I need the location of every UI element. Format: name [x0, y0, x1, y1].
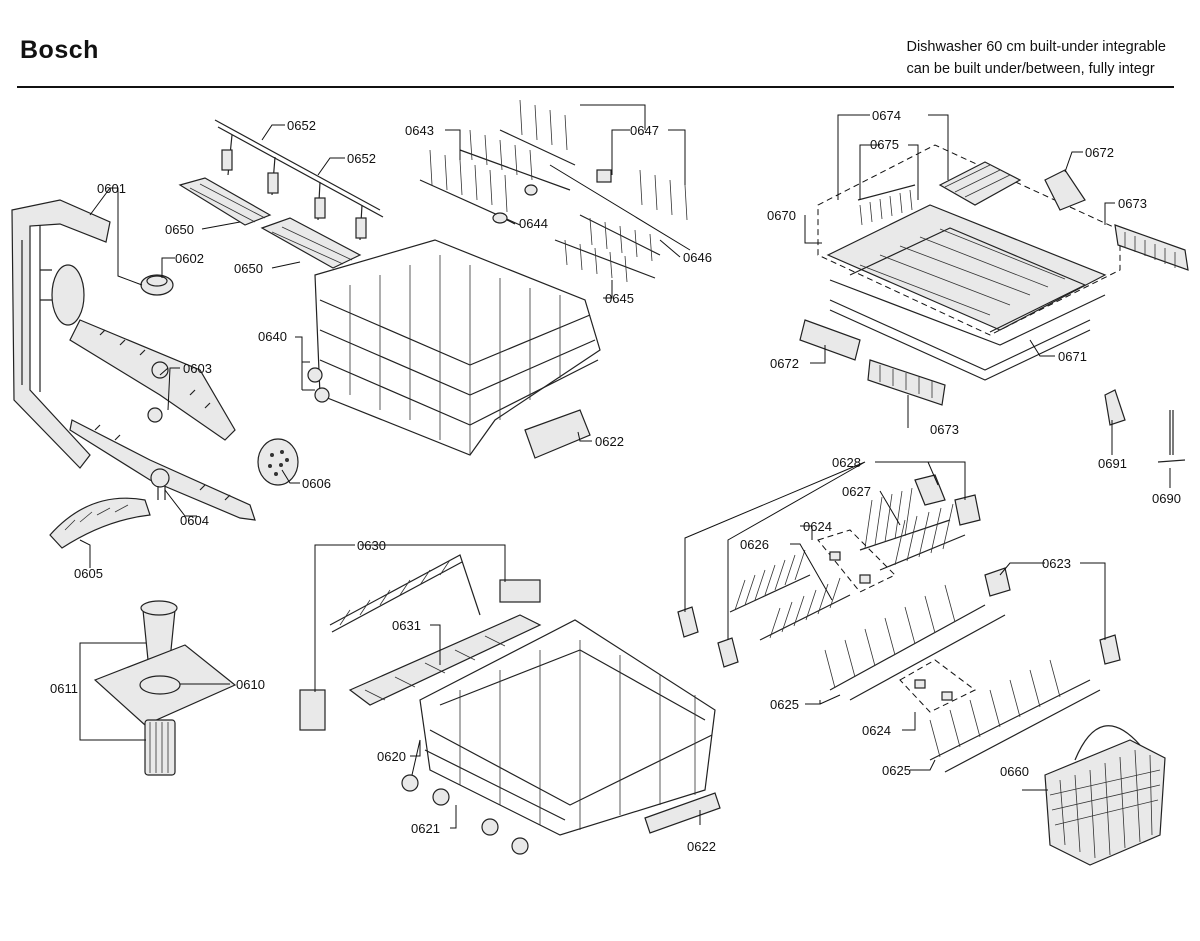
part-label-0650-b: 0650 [234, 261, 263, 276]
basket-handle-0622-lower-illustration [644, 792, 721, 834]
part-label-0611: 0611 [50, 681, 78, 696]
part-label-0643: 0643 [405, 123, 434, 138]
part-label-0628: 0628 [832, 455, 861, 470]
tine-rows-0625-illustration [677, 567, 1121, 773]
part-label-0601: 0601 [97, 181, 126, 196]
side-clips-0672-0673-illustration [799, 169, 1189, 406]
part-label-0626: 0626 [740, 537, 769, 552]
part-label-0675: 0675 [870, 137, 899, 152]
lower-basket-illustration [419, 619, 716, 836]
frame-0671-illustration [829, 299, 1091, 381]
part-label-0673-a: 0673 [1118, 196, 1147, 211]
cup-shelf-0650-illustration [178, 177, 362, 269]
part-label-0624-b: 0624 [862, 723, 891, 738]
upper-spray-arm-illustration [51, 264, 236, 441]
brand-title: Bosch [20, 36, 99, 64]
part-label-0691: 0691 [1098, 456, 1127, 471]
filter-disc-0606-illustration [257, 438, 299, 486]
third-rack-0670-illustration [826, 161, 1107, 346]
part-label-0690: 0690 [1152, 491, 1181, 506]
part-label-0630: 0630 [357, 538, 386, 553]
part-label-0610: 0610 [236, 677, 265, 692]
part-label-0640: 0640 [258, 329, 287, 344]
part-label-0672-b: 0672 [770, 356, 799, 371]
part-label-0660: 0660 [1000, 764, 1029, 779]
part-label-0670: 0670 [767, 208, 796, 223]
part-label-0624-a: 0624 [803, 519, 832, 534]
clip-group-0624-illustration [817, 529, 976, 713]
part-label-0602: 0602 [175, 251, 204, 266]
part-label-0605: 0605 [74, 566, 103, 581]
part-label-0644: 0644 [519, 216, 548, 231]
part-label-0672-a: 0672 [1085, 145, 1114, 160]
part-label-0625-b: 0625 [882, 763, 911, 778]
tine-rows-0643-0647-illustration [419, 99, 688, 283]
tine-rack-0626-0627-illustration [729, 474, 981, 641]
part-label-0631: 0631 [392, 618, 421, 633]
cutlery-shelf-0675-illustration [857, 184, 916, 226]
part-label-0652-a: 0652 [287, 118, 316, 133]
wheels-0620-0621-illustration [401, 774, 529, 855]
part-label-0606: 0606 [302, 476, 331, 491]
header-divider [17, 86, 1174, 88]
model-description: Dishwasher 60 cm built-under integrable … [906, 36, 1166, 80]
part-label-0622-lower: 0622 [687, 839, 716, 854]
part-label-0647: 0647 [630, 123, 659, 138]
part-label-0603: 0603 [183, 361, 212, 376]
part-label-0674: 0674 [872, 108, 901, 123]
third-rack-boundary [817, 144, 1121, 336]
description-line-1: Dishwasher 60 cm built-under integrable [906, 39, 1166, 55]
part-label-0625-a: 0625 [770, 697, 799, 712]
part-label-0623: 0623 [1042, 556, 1071, 571]
part-label-0622-upper: 0622 [595, 434, 624, 449]
part-label-0650-a: 0650 [165, 222, 194, 237]
lower-spray-arm-illustration [69, 419, 256, 521]
rail-0652-illustration [214, 119, 384, 241]
part-label-0627: 0627 [842, 484, 871, 499]
basket-handle-0622-illustration [524, 409, 591, 459]
filter-assembly-illustration [93, 600, 237, 776]
cutlery-tray-0605-illustration [49, 497, 151, 549]
cutlery-basket-0660-illustration [1044, 725, 1166, 866]
cup-shelf-0631-illustration [348, 614, 542, 706]
part-label-0604: 0604 [180, 513, 209, 528]
upper-basket-0640-illustration [307, 239, 601, 456]
wire-0630-illustration [299, 554, 541, 731]
spray-pipe-illustration [11, 199, 111, 469]
description-line-2: can be built under/between, fully integr [906, 61, 1155, 77]
part-label-0620: 0620 [377, 749, 406, 764]
part-label-0673-b: 0673 [930, 422, 959, 437]
nut-0602-illustration [140, 274, 174, 296]
part-label-0652-b: 0652 [347, 151, 376, 166]
part-label-0671: 0671 [1058, 349, 1087, 364]
part-label-0646: 0646 [683, 250, 712, 265]
part-label-0621: 0621 [411, 821, 440, 836]
part-label-0645: 0645 [605, 291, 634, 306]
clips-0690-0691-illustration [1104, 389, 1186, 463]
leader-lines [79, 104, 1171, 829]
